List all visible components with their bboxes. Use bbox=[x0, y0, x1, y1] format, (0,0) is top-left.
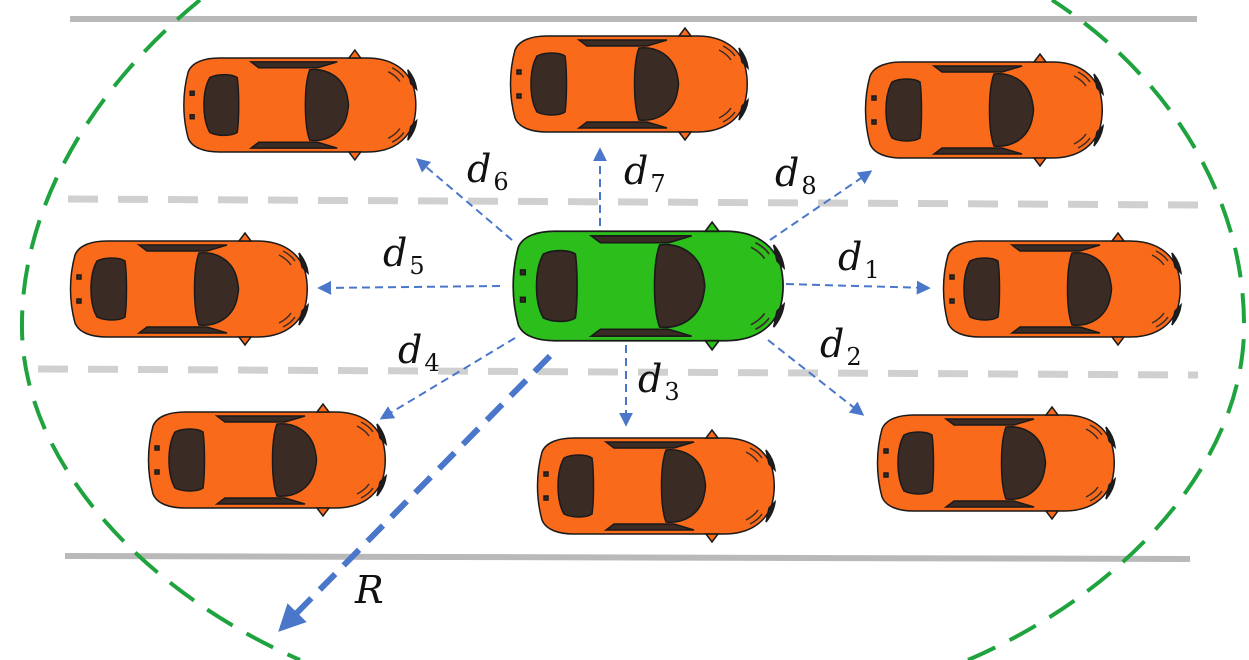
orange-car-icon bbox=[536, 429, 776, 543]
arrow-radius bbox=[278, 353, 553, 632]
label-d8: d8 bbox=[775, 151, 817, 200]
vehicle-d3 bbox=[536, 429, 776, 543]
distance-arrows bbox=[317, 147, 931, 427]
vehicle-d6 bbox=[183, 49, 418, 161]
label-d1: d1 bbox=[838, 235, 880, 284]
vehicle-d4 bbox=[147, 403, 387, 517]
label-d6: d6 bbox=[467, 147, 509, 196]
label-d2: d2 bbox=[820, 322, 862, 371]
orange-car-icon bbox=[876, 406, 1116, 520]
label-d4: d4 bbox=[398, 328, 440, 377]
label-d3: d3 bbox=[638, 357, 680, 406]
arrow-d1 bbox=[785, 280, 931, 295]
arrow-d5 bbox=[317, 280, 501, 295]
label-d7: d7 bbox=[624, 149, 666, 198]
lane-marking-upper bbox=[67, 195, 1199, 209]
sensing-boundary bbox=[19, 0, 1247, 660]
road-edge-bottom bbox=[64, 553, 1191, 562]
orange-car-icon bbox=[864, 53, 1104, 167]
vehicle-d2 bbox=[876, 406, 1116, 520]
arrow-d8 bbox=[769, 170, 873, 241]
vehicle-d1 bbox=[942, 232, 1182, 346]
green-car-icon bbox=[512, 221, 785, 351]
orange-car-icon bbox=[183, 49, 418, 161]
orange-car-icon bbox=[942, 232, 1182, 346]
ego-vehicle bbox=[512, 221, 785, 351]
orange-car-icon bbox=[509, 27, 749, 141]
vehicle-d8 bbox=[864, 53, 1104, 167]
orange-car-icon bbox=[147, 403, 387, 517]
arrow-d6 bbox=[415, 158, 513, 241]
orange-car-icon bbox=[69, 232, 309, 346]
vehicle-d7 bbox=[509, 27, 749, 141]
arrow-d2 bbox=[767, 339, 865, 416]
lane-marking-lower bbox=[37, 365, 1199, 379]
label-radius: R bbox=[354, 568, 384, 612]
vehicle-d5 bbox=[69, 232, 309, 346]
label-d5: d5 bbox=[383, 231, 425, 280]
